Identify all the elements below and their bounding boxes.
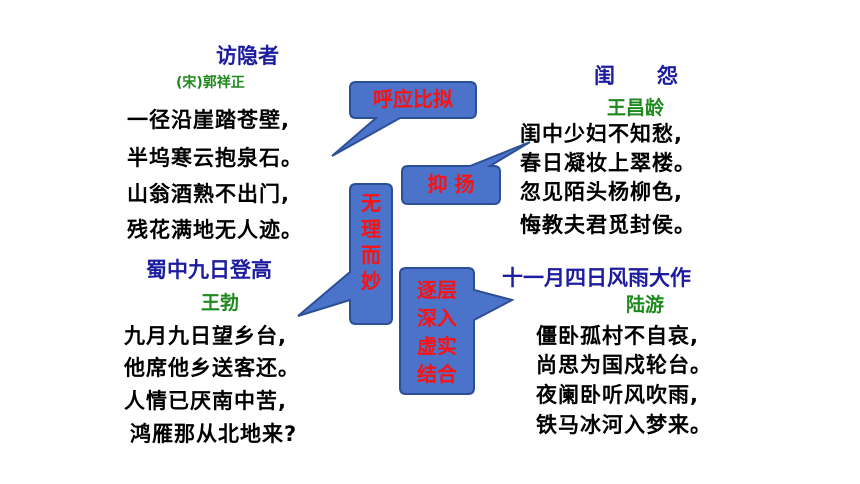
poem-line: 夜阑卧听风吹雨, — [536, 383, 699, 407]
callout-yi-yang-bubble — [401, 141, 531, 205]
poem-title: 十一月四日风雨大作 — [502, 266, 691, 290]
callout-zhu-ceng-line1: 逐层 — [417, 278, 457, 302]
poem-line: 一径沿崖踏苍壁, — [127, 108, 290, 132]
callout-wu-li-bubble — [297, 183, 393, 325]
poem-line: 半坞寒云抱泉石。 — [127, 146, 303, 170]
poem-title: 访隐者 — [216, 44, 279, 68]
callout-zhu-ceng-line3: 虚实 — [417, 334, 457, 358]
callout-hu-ying-bubble — [331, 81, 477, 157]
poem-line: 九月九日望乡台, — [124, 324, 287, 348]
poem-title: 蜀中九日登高 — [146, 258, 272, 282]
callout-yi-yang-label: 抑 扬 — [427, 172, 475, 196]
poem-line: 僵卧孤村不自哀, — [536, 324, 699, 348]
poem-line: 鸿雁那从北地来? — [130, 422, 298, 446]
poem-line: 铁马冰河入梦来。 — [536, 413, 712, 437]
callout-hu-ying-label: 呼应比拟 — [373, 87, 453, 111]
poem-line: 春日凝妆上翠楼。 — [520, 151, 696, 175]
poem-line: 人情已厌南中苦, — [124, 389, 287, 413]
poem-line: 忽见陌头杨柳色, — [520, 180, 683, 204]
poem-line: 悔教夫君觅封侯。 — [520, 213, 696, 237]
poem-author: (宋)郭祥正 — [176, 75, 245, 91]
poem-line: 残花满地无人迹。 — [127, 218, 303, 242]
poem-author: 陆游 — [626, 294, 665, 316]
poem-title: 闺 怨 — [594, 64, 678, 88]
poem-line: 闺中少妇不知愁, — [520, 122, 683, 146]
poem-line: 他席他乡送客还。 — [124, 356, 300, 380]
poem-author: 王昌龄 — [607, 97, 665, 119]
poem-author: 王勃 — [201, 292, 240, 314]
callout-wu-li-label: 无理而妙 — [361, 191, 381, 293]
callout-zhu-ceng-line2: 深入 — [417, 306, 457, 330]
callout-zhu-ceng-bubble — [399, 267, 515, 395]
poem-line: 山翁酒熟不出门, — [127, 182, 290, 206]
callout-zhu-ceng-label: 逐层 深入 虚实 结合 — [400, 276, 474, 388]
callout-zhu-ceng-line4: 结合 — [417, 362, 457, 386]
poem-line: 尚思为国戍轮台。 — [536, 353, 712, 377]
